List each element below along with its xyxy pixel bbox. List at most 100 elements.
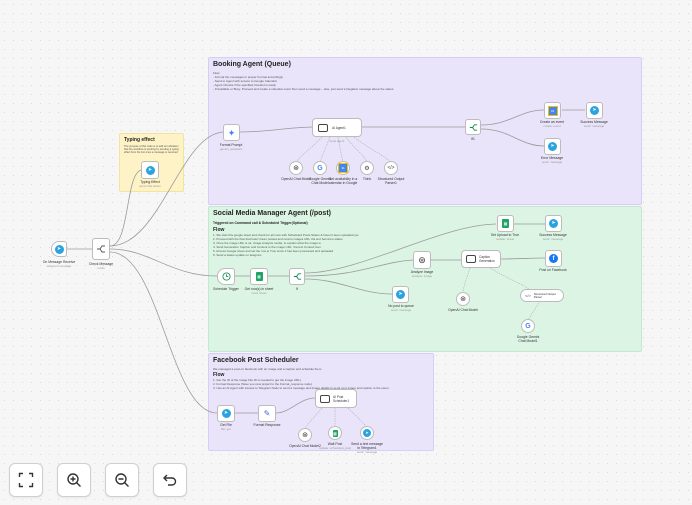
sticky-line: 2. Proceed with the flow that hasn't bee… <box>213 237 343 241</box>
node-label: Error Message <box>540 156 564 160</box>
node-success-message-2[interactable]: ➤ <box>545 215 562 232</box>
node-sublabel: gemini_assistant <box>219 147 243 151</box>
facebook-icon: f <box>549 254 558 263</box>
sticky-social-media[interactable]: Social Media Manager Agent (/post) Trigg… <box>208 206 642 352</box>
google-sheets-icon: ▦ <box>255 272 263 281</box>
node-label: If1 <box>471 137 475 141</box>
sticky-title: Booking Agent (Queue) <box>213 61 291 68</box>
node-sublabel: update: sheet <box>495 237 515 241</box>
branch-icon <box>293 273 301 280</box>
node-if1[interactable] <box>465 119 481 135</box>
node-sublabel: send: message <box>356 450 378 454</box>
node-label: On Message Receive <box>42 260 76 264</box>
sticky-line: 3. Use an AI Agent with Access to Telegr… <box>213 386 389 390</box>
node-format-prompt[interactable]: ✦ <box>223 124 240 141</box>
sticky-booking-agent[interactable]: Booking Agent (Queue) Flow: - Format the… <box>208 57 642 205</box>
sticky-line: 6. Send a status update on telegram <box>213 253 262 257</box>
node-google-gemini-chat[interactable]: G <box>313 161 327 175</box>
node-no-post-to-queue[interactable]: ➤ <box>392 286 409 303</box>
node-label: Analyze Image <box>410 270 434 274</box>
sticky-line: that the workflow is working by sending … <box>124 148 179 152</box>
node-sublabel: create: event <box>543 124 561 128</box>
node-caption-generation[interactable]: Caption Generation <box>461 250 501 268</box>
telegram-icon: ➤ <box>145 165 155 175</box>
node-format-response[interactable]: ✎ <box>258 405 276 422</box>
node-sublabel: send: message <box>583 124 605 128</box>
sticky-title: Typing effect <box>124 137 155 143</box>
robot-icon <box>318 123 328 132</box>
node-google-gemini-chat-2[interactable]: G <box>521 319 535 333</box>
fit-view-button[interactable] <box>9 463 43 497</box>
sticky-subtitle: Triggered on Command call & Scheduled Tr… <box>213 221 308 225</box>
node-label: Get availability in a calendar in Google <box>328 177 358 185</box>
node-sublabel: telegram message <box>46 264 72 268</box>
google-sheets-icon: ▦ <box>332 429 338 437</box>
telegram-icon: ➤ <box>363 429 371 437</box>
node-sublabel: read: sheet <box>251 291 267 295</box>
node-if[interactable] <box>289 268 305 285</box>
node-error-message[interactable]: ➤ <box>544 138 561 155</box>
robot-icon <box>466 255 476 263</box>
node-label: OpenAI Chat Model <box>448 308 478 312</box>
sticky-line: 1. We start this google sheet and check … <box>213 233 359 237</box>
sticky-line: 4. Send Generation Caption and Content t… <box>213 245 321 249</box>
node-sublabel: analyze: image <box>411 274 433 278</box>
sticky-flow-title: Flow <box>213 372 225 378</box>
clock-icon <box>221 272 231 281</box>
think-icon: ⚙ <box>364 165 370 172</box>
node-think[interactable]: ⚙ <box>360 161 374 175</box>
node-create-event[interactable]: 31 <box>544 102 561 119</box>
node-typing-effect[interactable]: ➤ <box>141 161 159 179</box>
telegram-icon: ➤ <box>396 290 405 299</box>
node-label: Post on Facebook <box>539 268 567 272</box>
node-get-file[interactable]: ➤ <box>217 405 235 422</box>
node-openai-chat-model[interactable]: ⊛ <box>289 161 303 175</box>
node-label: No post to queue <box>388 304 414 308</box>
node-get-availability[interactable]: 31 <box>336 161 350 175</box>
node-openai-chat-model-3[interactable]: ⊛ <box>298 428 312 442</box>
node-label: Schedule Trigger <box>213 287 239 291</box>
zoom-in-button[interactable] <box>57 463 91 497</box>
sticky-line: The purpose of this node is to add an in… <box>124 145 179 148</box>
node-structured-parser[interactable]: </> <box>384 161 398 175</box>
node-on-message-receive[interactable]: ➤ <box>51 241 67 257</box>
sticky-title: Facebook Post Scheduler <box>213 357 299 364</box>
node-sublabel: tools agent <box>329 139 345 143</box>
node-send-text-telegram[interactable]: ➤ <box>360 426 374 440</box>
sticky-flow-title: Flow <box>213 227 225 233</box>
node-set-upload-true[interactable]: ▦ <box>497 215 514 232</box>
node-label: Format Response <box>253 423 281 427</box>
node-schedule-trigger[interactable] <box>217 268 235 285</box>
node-label: Format Prompt <box>219 143 243 147</box>
node-check-message[interactable] <box>92 238 110 260</box>
telegram-icon: ➤ <box>54 244 64 254</box>
node-label: Create an event <box>539 120 565 124</box>
node-structured-parser-2[interactable]: </> Structured Output Parser <box>520 289 564 302</box>
node-label: OpenAI Chat Model <box>281 177 311 181</box>
google-icon: G <box>317 164 323 172</box>
node-label: OpenAI Chat Model2 <box>289 444 321 448</box>
telegram-icon: ➤ <box>549 219 558 228</box>
calendar-icon: 31 <box>338 163 348 173</box>
node-label: Caption Generation <box>479 255 495 263</box>
sticky-line: - Agent Checks if the specified timeslot… <box>213 83 276 87</box>
node-label: AI Post Scheduler1 <box>333 394 350 403</box>
node-analyze-image[interactable]: ⊛ <box>413 251 431 269</box>
telegram-icon: ➤ <box>548 142 557 151</box>
node-label: Send a text message in Telegram1 <box>351 442 383 450</box>
node-label: Set Upload to True <box>490 233 520 237</box>
node-label: AI Agent1 <box>332 125 346 130</box>
zoom-out-button[interactable] <box>105 463 139 497</box>
node-ai-agent[interactable]: AI Agent1 <box>312 118 362 137</box>
node-ai-post-scheduler[interactable]: AI Post Scheduler1 <box>315 389 357 408</box>
node-label: Structured Output Parser <box>533 291 556 299</box>
node-success-message[interactable]: ➤ <box>586 102 603 119</box>
sticky-subtitle: We managed a post on facebook with an im… <box>213 367 322 371</box>
node-get-rows[interactable]: ▦ <box>250 268 268 285</box>
reset-zoom-button[interactable] <box>153 463 187 497</box>
node-post-on-facebook[interactable]: f <box>545 250 562 267</box>
node-openai-chat-model-2[interactable]: ⊛ <box>456 292 470 306</box>
sticky-title: Social Media Manager Agent (/post) <box>213 210 331 217</box>
node-wait-post[interactable]: ▦ <box>328 426 342 440</box>
